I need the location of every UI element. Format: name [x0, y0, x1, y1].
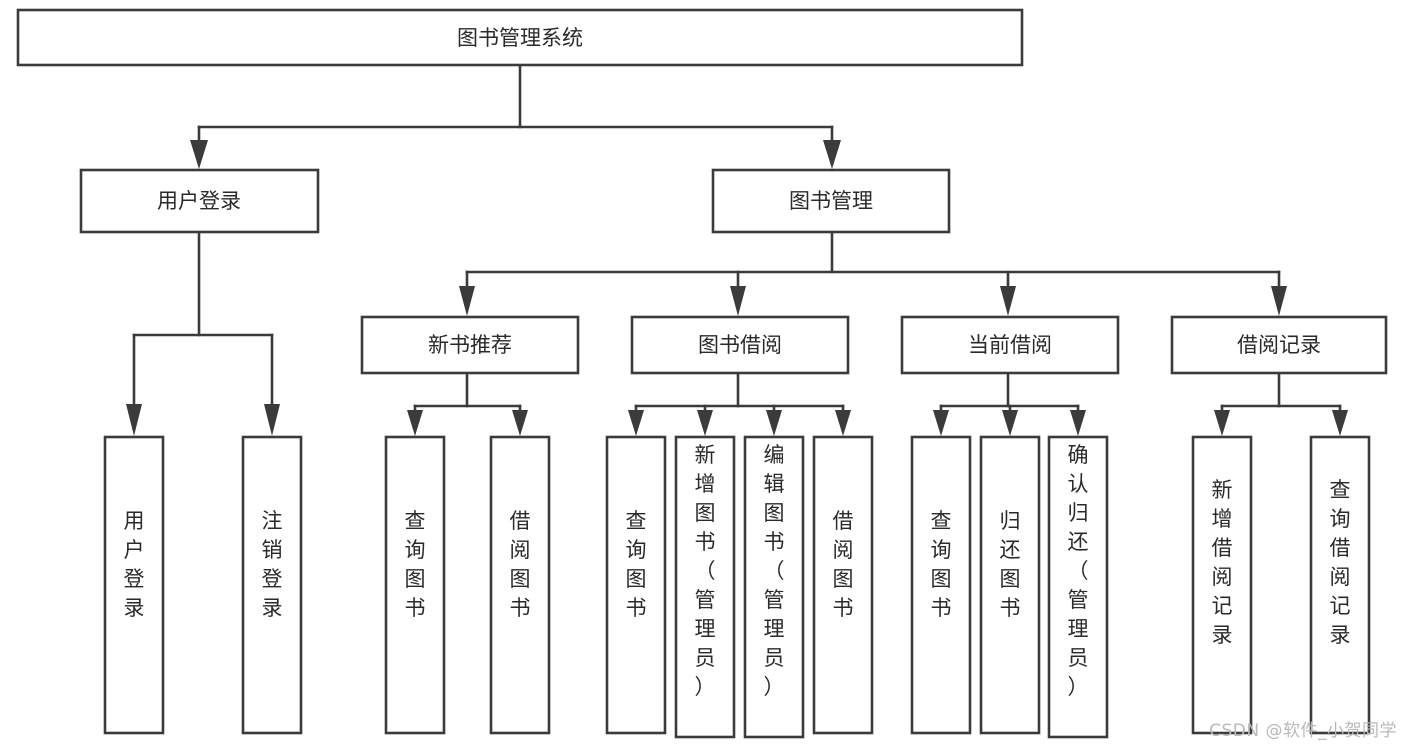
node-leaf-confirm-return-box[interactable]: [1047, 435, 1109, 739]
arrow-head-leaf-borrow-book-2: [835, 410, 851, 436]
node-leaf-query-book-2[interactable]: 查询图书: [605, 435, 667, 735]
node-book-borrow-box[interactable]: [630, 315, 850, 375]
node-leaf-query-book-3-box[interactable]: [910, 435, 972, 735]
node-borrow-record[interactable]: 借阅记录: [1170, 315, 1388, 375]
node-root-box[interactable]: [16, 8, 1024, 67]
connector-group-borrow-record: [1214, 371, 1348, 436]
arrow-head-current-borrow: [1000, 286, 1016, 316]
node-user-login[interactable]: 用户登录: [79, 168, 320, 234]
node-leaf-borrow-book-1-label: 借阅图书: [510, 509, 531, 620]
node-leaf-return-book-box[interactable]: [979, 435, 1041, 735]
arrow-head-book-management: [823, 140, 841, 169]
node-user-login-label: 用户登录: [157, 189, 241, 213]
node-book-management[interactable]: 图书管理: [711, 168, 951, 234]
node-new-book-recommend-label: 新书推荐: [428, 333, 512, 357]
node-leaf-query-record-label: 查询借阅记录: [1330, 478, 1351, 647]
node-leaf-add-book-label: 新增图书（管理员）: [695, 443, 716, 699]
node-leaf-return-book[interactable]: 归还图书: [979, 435, 1041, 735]
arrow-head-leaf-edit-book: [766, 410, 782, 436]
node-current-borrow[interactable]: 当前借阅: [900, 315, 1120, 375]
node-leaf-logout-login[interactable]: 注销登录: [241, 435, 303, 735]
node-leaf-add-record[interactable]: 新增借阅记录: [1191, 435, 1253, 735]
arrow-head-leaf-logout-login: [264, 404, 280, 436]
node-leaf-query-book-1-label: 查询图书: [405, 509, 426, 620]
node-root-label: 图书管理系统: [457, 26, 583, 50]
arrow-head-borrow-record: [1271, 286, 1287, 316]
node-user-login-box[interactable]: [79, 168, 320, 234]
node-leaf-query-book-2-label: 查询图书: [626, 509, 647, 620]
node-leaf-user-login-label: 用户登录: [124, 509, 145, 620]
node-leaf-query-book-3-label: 查询图书: [931, 509, 952, 620]
node-leaf-user-login-box[interactable]: [103, 435, 165, 735]
arrow-head-book-borrow: [730, 286, 746, 316]
node-leaf-add-record-label: 新增借阅记录: [1212, 478, 1233, 647]
arrow-head-leaf-borrow-book-1: [512, 410, 528, 436]
node-leaf-query-record[interactable]: 查询借阅记录: [1309, 435, 1371, 735]
node-leaf-logout-login-label: 注销登录: [262, 509, 283, 620]
node-new-book-recommend[interactable]: 新书推荐: [360, 315, 580, 375]
node-leaf-query-book-1-box[interactable]: [384, 435, 446, 735]
node-leaf-borrow-book-2[interactable]: 借阅图书: [812, 435, 874, 735]
node-leaf-edit-book-label: 编辑图书（管理员）: [764, 443, 785, 699]
node-leaf-borrow-book-2-box[interactable]: [812, 435, 874, 735]
node-book-management-box[interactable]: [711, 168, 951, 234]
arrow-head-leaf-query-book-2: [628, 410, 644, 436]
node-leaf-confirm-return-label: 确认归还（管理员）: [1068, 443, 1089, 699]
connector-group-book-management: [459, 230, 1287, 316]
arrow-head-leaf-confirm-return: [1070, 410, 1086, 436]
connector-group-current-borrow: [933, 371, 1086, 436]
node-book-management-label: 图书管理: [789, 189, 873, 213]
arrow-head-user-login: [190, 140, 208, 169]
node-leaf-edit-book[interactable]: 编辑图书（管理员）: [743, 435, 805, 739]
node-leaf-edit-book-box[interactable]: [743, 435, 805, 739]
node-leaf-add-book[interactable]: 新增图书（管理员）: [674, 435, 736, 739]
node-leaf-query-book-3[interactable]: 查询图书: [910, 435, 972, 735]
node-leaf-borrow-book-1-box[interactable]: [489, 435, 551, 735]
node-leaf-confirm-return[interactable]: 确认归还（管理员）: [1047, 435, 1109, 739]
node-leaf-return-book-label: 归还图书: [1000, 509, 1021, 620]
connector-group-user-login: [126, 230, 280, 436]
arrow-head-leaf-query-record: [1332, 410, 1348, 436]
node-new-book-recommend-box[interactable]: [360, 315, 580, 375]
node-current-borrow-label: 当前借阅: [968, 333, 1052, 357]
node-leaf-borrow-book-1[interactable]: 借阅图书: [489, 435, 551, 735]
node-leaf-borrow-book-2-label: 借阅图书: [833, 509, 854, 620]
arrow-head-leaf-query-book-3: [933, 410, 949, 436]
node-current-borrow-box[interactable]: [900, 315, 1120, 375]
node-leaf-logout-login-box[interactable]: [241, 435, 303, 735]
node-borrow-record-box[interactable]: [1170, 315, 1388, 375]
node-leaf-add-record-box[interactable]: [1191, 435, 1253, 735]
node-leaf-query-record-box[interactable]: [1309, 435, 1371, 735]
node-book-borrow[interactable]: 图书借阅: [630, 315, 850, 375]
node-root[interactable]: 图书管理系统: [16, 8, 1024, 67]
node-leaf-query-book-2-box[interactable]: [605, 435, 667, 735]
arrow-head-leaf-add-book: [697, 410, 713, 436]
csdn-watermark: CSDN @软件_小贺同学: [1209, 721, 1397, 741]
node-borrow-record-label: 借阅记录: [1237, 333, 1321, 357]
arrow-head-leaf-query-book-1: [407, 410, 423, 436]
connector-group-new-book-recommend: [407, 371, 528, 436]
connector-group-root: [190, 63, 841, 169]
node-leaf-query-book-1[interactable]: 查询图书: [384, 435, 446, 735]
arrow-head-leaf-return-book: [1002, 410, 1018, 436]
arrow-head-leaf-add-record: [1214, 410, 1230, 436]
node-leaf-user-login[interactable]: 用户登录: [103, 435, 165, 735]
node-book-borrow-label: 图书借阅: [698, 333, 782, 357]
arrow-head-new-book-recommend: [459, 286, 475, 316]
arrow-head-leaf-user-login: [126, 404, 142, 436]
node-leaf-add-book-box[interactable]: [674, 435, 736, 739]
connector-group-book-borrow: [628, 371, 851, 436]
